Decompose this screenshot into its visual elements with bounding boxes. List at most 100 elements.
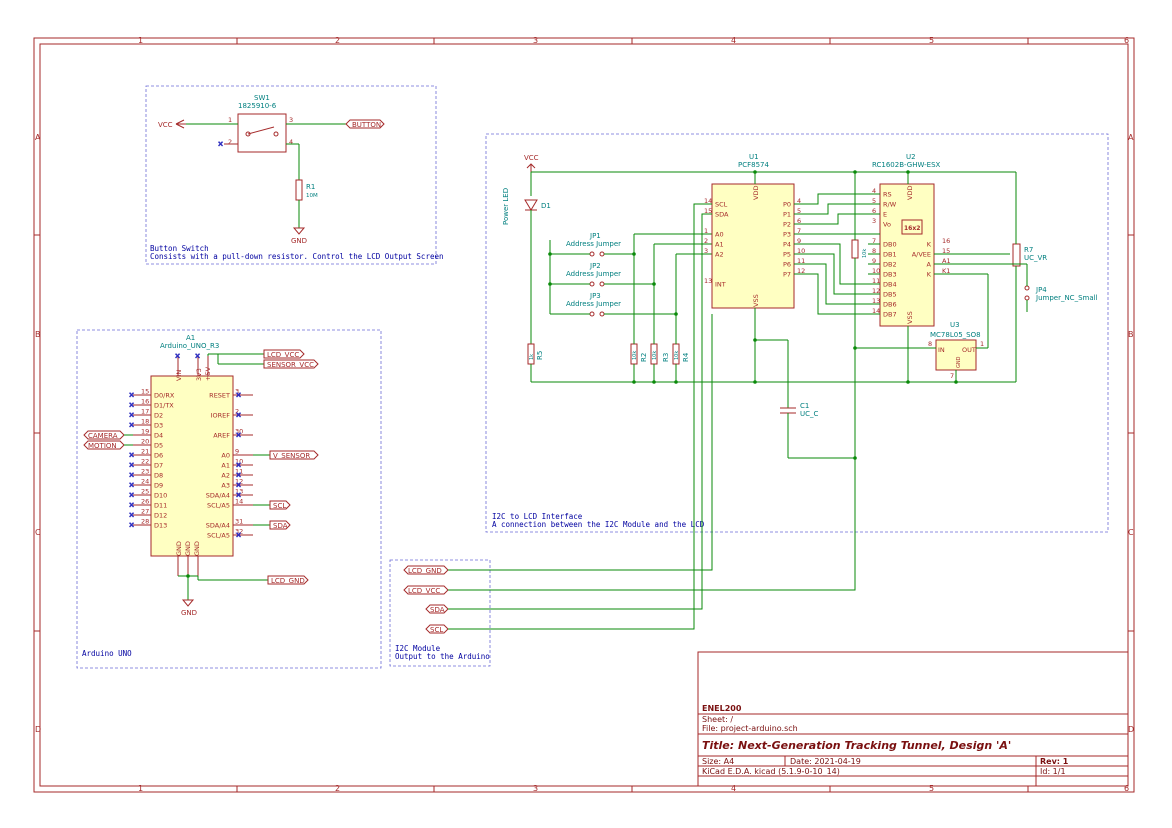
u2-ref: U2 [906,153,916,161]
arduino-pin-number: 25 [141,488,149,496]
arduino-pin-name: SDA/A4 [206,522,230,530]
u1-pin-number: 7 [797,227,801,235]
v-sensor-label [269,450,319,460]
no-connect-icon: × [129,390,134,400]
lcd-vcc-out-label [403,585,449,595]
svg-text:Jumper_NC_Small: Jumper_NC_Small [1035,294,1098,302]
arduino-pin-number: 10 [235,458,243,466]
u1-value: PCF8574 [738,161,769,169]
svg-text:SCL: SCL [430,626,443,634]
tb-rev: Rev: 1 [1040,757,1069,766]
no-connect-icon: × [129,490,134,500]
sw1-value: 1825910-6 [238,102,277,110]
svg-text:R2: R2 [640,353,648,362]
tb-date: Date: 2021-04-19 [790,757,861,766]
svg-text:SDA: SDA [273,522,288,530]
i2c-module-box [389,559,491,667]
tb-file: File: project-arduino.sch [702,724,798,733]
row-label-left: A [35,133,41,142]
lcd-body [879,183,935,327]
svg-text:OUT: OUT [962,346,976,354]
col-label-bottom: 1 [138,784,143,793]
col-label-bottom: 6 [1124,784,1129,793]
arduino-pin-number: 2 [235,408,239,416]
arduino-pin-name: D11 [154,502,167,510]
no-connect-icon: × [129,410,134,420]
u2-pin-name: RS [883,191,892,199]
frame-coordinates: 1 2 3 4 5 6 1 2 3 4 5 6 A B C D A B C D [35,36,1134,793]
col-label-top: 4 [731,36,736,45]
col-label-top: 1 [138,36,143,45]
u2-pin-name: DB3 [883,271,897,279]
arduino-box [76,329,382,669]
svg-text:SDA: SDA [430,606,445,614]
arduino-pin-number: 28 [141,518,149,526]
button-switch-box [145,85,437,265]
lcd-gnd-label [267,575,309,585]
arduino-pin-name: D10 [154,492,167,500]
arduino-pin-name: SCL/A5 [207,502,230,510]
arduino-pin-number: 14 [235,498,243,506]
svg-text:SENSOR_VCC: SENSOR_VCC [267,361,314,369]
u2-pin-number: 13 [872,297,880,305]
svg-text:R3: R3 [662,353,670,362]
u1-pin-number: 15 [704,207,712,215]
u1-pin-name: A0 [715,231,724,239]
row-label-right: C [1128,528,1134,537]
svg-text:Address Jumper: Address Jumper [566,240,621,248]
no-connect-icon: × [236,390,241,400]
lcd-vcc-label [263,349,305,359]
col-label-top: 6 [1124,36,1129,45]
arduino-pin-name: A0 [221,452,230,460]
svg-text:R7: R7 [1024,246,1033,254]
svg-text:LCD_GND: LCD_GND [408,567,442,575]
svg-text:×: × [175,351,180,361]
arduino-pin-number: 21 [141,448,149,456]
arduino-pin-number: 12 [235,478,243,486]
svg-text:R5: R5 [536,351,544,360]
arduino-pin-number: 23 [141,468,149,476]
tb-sheet: Sheet: / [702,715,733,724]
regulator-body [935,339,977,371]
row-label-left: B [35,330,41,339]
u1-pin-number: 4 [797,197,801,205]
u1-pin-number: 14 [704,197,712,205]
no-connect-icon: × [236,480,241,490]
no-connect-icon: × [218,139,223,149]
svg-text:GND: GND [181,609,197,617]
svg-text:IN: IN [938,346,945,354]
svg-text:SCL: SCL [273,502,286,510]
arduino-pin-number: 26 [141,498,149,506]
r8-resistor [851,239,859,259]
arduino-pin-name: D4 [154,432,163,440]
arduino-note: Arduino UNO [82,649,132,658]
svg-text:3: 3 [289,116,293,124]
arduino-pin-name: D3 [154,422,163,430]
col-label-bottom: 5 [929,784,934,793]
arduino-pin-number: 24 [141,478,149,486]
svg-text:U3: U3 [950,321,960,329]
svg-text:10k: 10k [652,351,658,360]
svg-text:LCD_VCC: LCD_VCC [408,587,440,595]
u1-pin-name: P0 [783,201,791,209]
u1-pin-name: A2 [715,251,724,259]
no-connect-icon: × [236,430,241,440]
no-connect-icon: × [129,400,134,410]
arduino-pin-name: D5 [154,442,163,450]
scl-label [269,500,291,510]
sda-out-label [425,604,449,614]
col-label-bottom: 4 [731,784,736,793]
no-connect-icon: × [129,510,134,520]
arduino-pin-number: 3 [235,388,239,396]
u2-pin-name: DB0 [883,241,897,249]
row-label-right: A [1128,133,1134,142]
u1-pin-name: P3 [783,231,791,239]
svg-text:GND: GND [175,541,183,556]
arduino-pin-name: D2 [154,412,163,420]
svg-text:3V3: 3V3 [195,368,203,381]
tb-tool: KiCad E.D.A. kicad (5.1.9-0-10_14) [702,767,840,776]
svg-text:8: 8 [928,340,932,348]
arduino-pin-number: 22 [141,458,149,466]
